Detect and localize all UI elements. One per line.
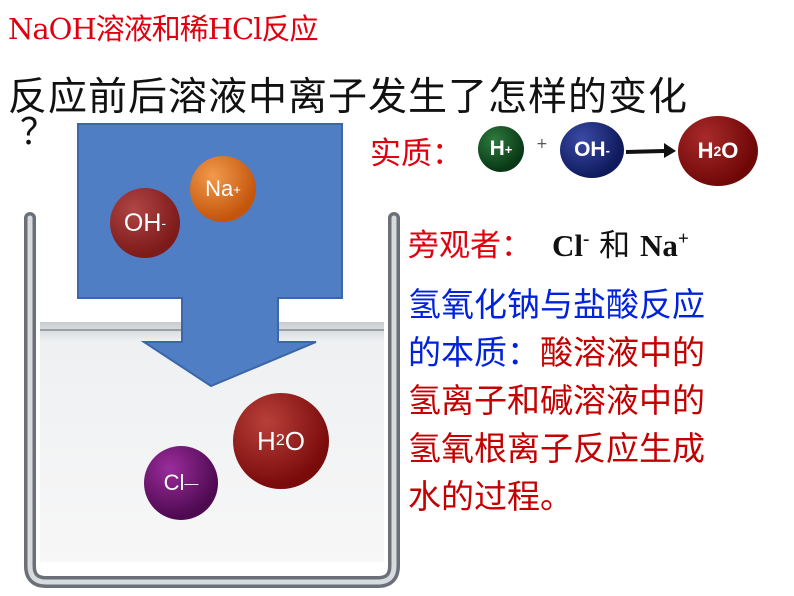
h-ion-ball: H+ <box>478 126 524 172</box>
spectator-cl: Cl <box>552 228 583 263</box>
oh-charge: - <box>161 215 167 231</box>
spectator-cl-charge: - <box>583 228 590 250</box>
oh-label: OH <box>123 208 162 237</box>
na-ion-ball: Na+ <box>190 156 256 222</box>
question-mark: ？ <box>20 112 57 153</box>
water-h: H <box>257 425 276 456</box>
cl-charge: — <box>184 475 199 491</box>
oh-essence-label: OH <box>574 138 606 161</box>
spectator-na-charge: + <box>677 228 689 250</box>
conclusion-line-5: 水的过程。 <box>408 477 573 516</box>
na-charge: + <box>233 181 241 197</box>
water-essence-sub: 2 <box>713 143 722 159</box>
question-text: 反应前后溶液中离子发生了怎样的变化 <box>8 75 689 120</box>
plus-sign: + <box>536 136 548 152</box>
water-o: O <box>284 425 305 456</box>
conclusion-line-3: 氢离子和碱溶液中的 <box>408 381 705 420</box>
conclusion-line-2: 的本质：酸溶液中的 <box>408 329 705 377</box>
h-label: H <box>489 137 505 160</box>
oh-essence-charge: - <box>605 142 610 158</box>
oh-ion-ball: OH- <box>110 188 180 258</box>
reaction-arrow-icon <box>626 143 676 158</box>
oh-ion-ball-essence: OH- <box>560 122 624 178</box>
spectator-label: 旁观者： <box>408 228 532 264</box>
spectator-ions: Cl- 和 Na+ <box>552 220 689 265</box>
conclusion-line-1: 氢氧化钠与盐酸反应 <box>408 285 705 324</box>
na-label: Na <box>205 176 234 201</box>
conclusion-line-2-blue: 的本质： <box>408 333 540 372</box>
conclusion-line-2-red: 酸溶液中的 <box>540 333 705 372</box>
cl-ion-ball: Cl— <box>144 446 218 520</box>
spectator-na: Na <box>640 228 678 263</box>
essence-label: 实质： <box>370 136 463 172</box>
conclusion-line-4: 氢氧根离子反应生成 <box>408 429 705 468</box>
water-sub: 2 <box>275 432 285 449</box>
water-essence-h: H <box>697 138 714 163</box>
spectator-and: 和 <box>589 228 641 264</box>
h-charge: + <box>504 141 513 157</box>
slide-title: NaOH溶液和稀HCl反应 <box>8 12 318 46</box>
cl-label: Cl <box>163 470 185 495</box>
water-essence-o: O <box>721 138 739 163</box>
